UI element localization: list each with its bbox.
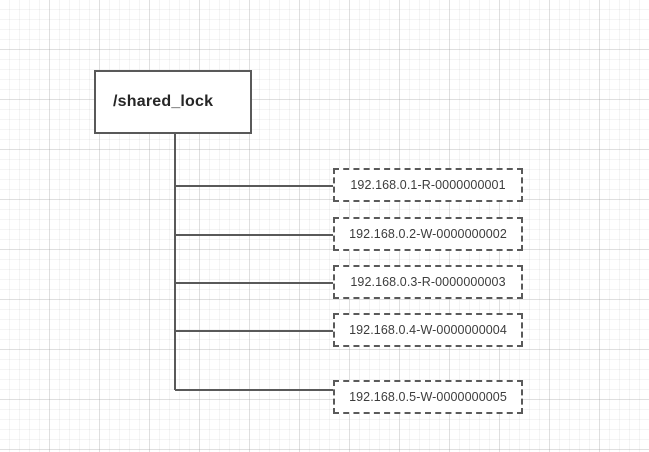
node-shared-lock[interactable]: /shared_lock bbox=[94, 70, 252, 134]
node-shared-lock-label: /shared_lock bbox=[113, 93, 214, 110]
node-lock-holder-2-label: 192.168.0.2-W-0000000002 bbox=[349, 227, 507, 241]
node-lock-holder-3-label: 192.168.0.3-R-0000000003 bbox=[350, 275, 506, 289]
node-lock-holder-1-label: 192.168.0.1-R-0000000001 bbox=[350, 178, 506, 192]
node-lock-holder-2[interactable]: 192.168.0.2-W-0000000002 bbox=[333, 217, 523, 251]
node-lock-holder-4-label: 192.168.0.4-W-0000000004 bbox=[349, 323, 507, 337]
node-lock-holder-1[interactable]: 192.168.0.1-R-0000000001 bbox=[333, 168, 523, 202]
node-lock-holder-4[interactable]: 192.168.0.4-W-0000000004 bbox=[333, 313, 523, 347]
node-lock-holder-5-label: 192.168.0.5-W-0000000005 bbox=[349, 390, 507, 404]
node-lock-holder-3[interactable]: 192.168.0.3-R-0000000003 bbox=[333, 265, 523, 299]
node-lock-holder-5[interactable]: 192.168.0.5-W-0000000005 bbox=[333, 380, 523, 414]
